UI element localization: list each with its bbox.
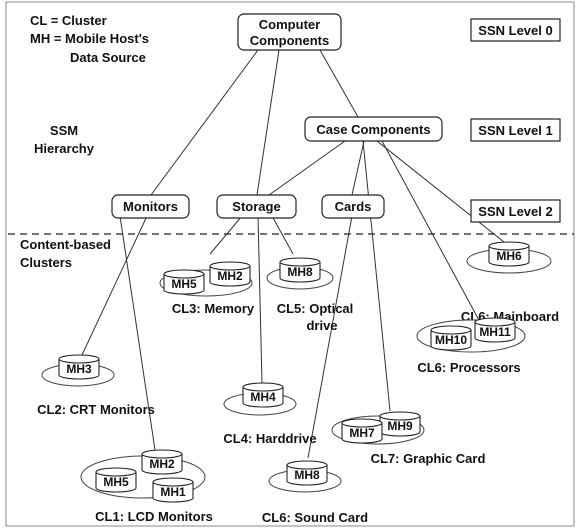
edge-storage-memory <box>209 215 243 255</box>
cl1-host-1: MH5 <box>103 475 129 489</box>
cl3-caption: CL3: Memory <box>172 301 255 316</box>
cluster-cl4: MH4 CL4: Harddrive <box>223 382 317 446</box>
cluster-cl6-mainboard: MH6 CL6: Mainboard <box>461 241 559 324</box>
cluster-cl3: MH2 MH5 CL3: Memory <box>159 261 255 316</box>
cl7-host-1: MH7 <box>349 426 375 440</box>
node-root-line-2: Components <box>250 33 329 48</box>
cl7-host-2: MH9 <box>387 419 413 433</box>
hierarchy-label-line-1: SSM <box>50 123 78 138</box>
edge-case-mainboard <box>376 140 505 243</box>
level-0-label: SSN Level 0 <box>478 23 552 38</box>
node-case-label: Case Components <box>316 122 430 137</box>
edge-case-processors <box>381 140 481 323</box>
level-2-badge: SSN Level 2 <box>470 199 561 223</box>
edge-root-storage <box>256 49 280 196</box>
cl5-caption-line-2: drive <box>306 318 337 333</box>
cl3-host-1: MH5 <box>171 277 197 291</box>
cluster-cl6-processors: MH11 MH10 CL6: Processors <box>416 317 526 375</box>
cl1-host-2: MH2 <box>149 457 175 471</box>
node-monitors-label: Monitors <box>123 199 178 214</box>
edge-root-case <box>319 49 359 118</box>
node-case-components: Case Components <box>304 116 443 142</box>
cluster-cl5: MH8 CL5: Optical drive <box>266 257 354 333</box>
clusters-label-line-1: Content-based <box>20 237 111 252</box>
cl7-caption: CL7: Graphic Card <box>371 451 486 466</box>
cl6-processors-caption: CL6: Processors <box>417 360 520 375</box>
cl6-sound-host-1: MH8 <box>294 468 320 482</box>
legend-line-1: CL = Cluster <box>30 13 107 28</box>
clusters-label-line-2: Clusters <box>20 255 72 270</box>
diagram-frame <box>5 1 575 527</box>
edge-storage-harddrive <box>257 215 263 384</box>
cluster-cl2: MH3 CL2: CRT Monitors <box>37 354 155 417</box>
node-storage: Storage <box>216 194 297 219</box>
edge-cards-sound <box>307 215 353 459</box>
cluster-cl7: MH9 MH7 CL7: Graphic Card <box>331 411 486 466</box>
level-1-badge: SSN Level 1 <box>470 118 561 142</box>
cl4-caption: CL4: Harddrive <box>223 431 316 446</box>
edge-monitors-lcd <box>119 215 156 451</box>
cl5-caption-line-1: CL5: Optical <box>277 301 354 316</box>
cl1-host-3: MH1 <box>160 485 186 499</box>
hierarchy-label-line-2: Hierarchy <box>34 141 95 156</box>
level-1-label: SSN Level 1 <box>478 123 552 138</box>
node-cards: Cards <box>321 194 385 219</box>
cl6-sound-caption: CL6: Sound Card <box>262 510 368 525</box>
cl1-caption: CL1: LCD Monitors <box>95 509 213 524</box>
hierarchy-edges <box>81 49 505 459</box>
cl4-host-1: MH4 <box>250 390 276 404</box>
legend-line-2: MH = Mobile Host's <box>30 31 149 46</box>
node-storage-label: Storage <box>232 199 280 214</box>
cluster-cl6-sound: MH8 CL6: Sound Card <box>262 460 368 525</box>
edge-case-storage <box>268 140 346 196</box>
edge-root-monitors <box>150 49 259 196</box>
cl3-host-2: MH2 <box>217 269 243 283</box>
level-2-label: SSN Level 2 <box>478 204 552 219</box>
edge-storage-optical <box>271 215 294 255</box>
edge-case-graphic <box>362 140 391 412</box>
node-monitors: Monitors <box>111 194 190 219</box>
cl2-host-1: MH3 <box>66 362 92 376</box>
cl2-caption: CL2: CRT Monitors <box>37 402 155 417</box>
node-cards-label: Cards <box>335 199 372 214</box>
cl6-processors-host-2: MH11 <box>479 325 511 339</box>
edge-monitors-crt <box>81 215 148 356</box>
node-computer-components: Computer Components <box>237 13 342 51</box>
level-0-badge: SSN Level 0 <box>470 18 561 42</box>
cluster-cl1: MH2 MH5 MH1 CL1: LCD Monitors <box>80 449 213 524</box>
cl5-host-1: MH8 <box>287 265 313 279</box>
node-root-line-1: Computer <box>259 17 320 32</box>
cl6-mainboard-host-1: MH6 <box>496 249 522 263</box>
edge-case-cards <box>351 140 365 196</box>
legend-line-3: Data Source <box>70 50 146 65</box>
cl6-processors-host-1: MH10 <box>435 333 467 347</box>
